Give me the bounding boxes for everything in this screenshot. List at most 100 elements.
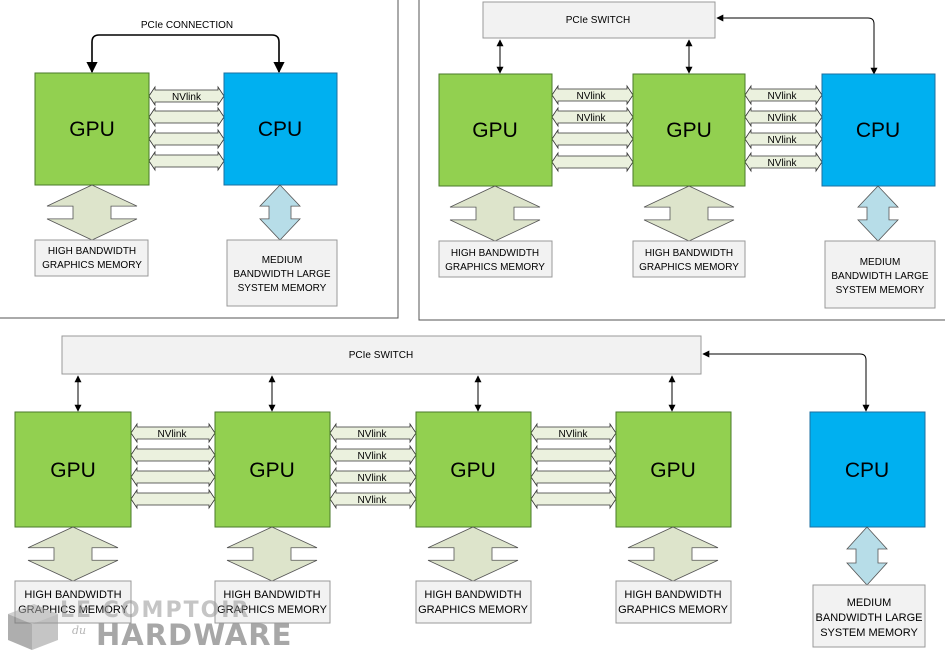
gpu-label: GPU [650,459,696,482]
memory-box [415,580,532,624]
pcie-switch [61,335,702,375]
nvlink-arrow [130,466,216,488]
memory-text: GRAPHICS MEMORY [418,604,528,616]
nvlink-arrow [148,128,225,150]
nvlink-label: NVlink [559,429,589,440]
memory-text: MEDIUM [262,255,303,266]
pcie-switch [482,1,716,39]
nvlink-arrow [148,106,225,128]
pcie-switch-label: PCIe SWITCH [566,15,630,26]
pcie-connection-label: PCIe CONNECTION [141,20,233,31]
nvlink-arrow [551,128,634,150]
graphics-memory-arrow [427,526,519,582]
graphics-memory-arrow [226,526,318,582]
memory-text: BANDWIDTH LARGE [816,612,923,624]
pcie-switch-label: PCIe SWITCH [349,350,413,361]
system-memory-arrow [846,526,888,586]
memory-text: HIGH BANDWIDTH [24,589,121,601]
memory-text: HIGH BANDWIDTH [624,589,721,601]
nvlink-label: NVlink [768,135,798,146]
memory-text: HIGH BANDWIDTH [645,248,733,259]
memory-text: MEDIUM [860,257,901,268]
nvlink-arrow [530,488,617,510]
system-memory-arrow [259,184,301,241]
memory-text: GRAPHICS MEMORY [618,604,728,616]
pcie-link [702,350,870,412]
memory-text: SYSTEM MEMORY [820,627,918,639]
memory-text: HIGH BANDWIDTH [424,589,521,601]
nvlink-label: NVlink [358,473,388,484]
nvlink-label: NVlink [768,91,798,102]
panel-1-frame [0,0,399,319]
gpu-block [615,411,732,528]
nvlink-label: NVlink [768,113,798,124]
graphics-memory-arrow [27,526,119,582]
memory-text: HIGH BANDWIDTH [451,248,539,259]
nvlink-arrow [530,466,617,488]
memory-box [615,580,732,624]
memory-text: MEDIUM [847,597,892,609]
memory-text: BANDWIDTH LARGE [233,269,331,280]
memory-box [812,584,926,648]
memory-text: BANDWIDTH LARGE [831,271,929,282]
memory-box [214,580,331,624]
gpu-block [415,411,532,528]
memory-text: HIGH BANDWIDTH [223,589,320,601]
gpu-label: GPU [69,118,115,141]
cpu-label: CPU [845,459,889,482]
memory-text: GRAPHICS MEMORY [42,260,142,271]
pcie-connection-arrow [86,34,285,74]
gpu-block [438,73,553,187]
nvlink-label: NVlink [158,429,188,440]
gpu-label: GPU [50,459,96,482]
cpu-label: CPU [856,119,900,142]
watermark-logo: LE COMPTOIR du HARDWARE [0,596,293,656]
cpu-block [223,72,338,186]
graphics-memory-arrow [627,526,719,582]
cpu-label: CPU [258,118,302,141]
memory-text: SYSTEM MEMORY [238,283,327,294]
memory-text: SYSTEM MEMORY [836,285,925,296]
graphics-memory-arrow [46,184,138,241]
gpu-label: GPU [472,119,518,142]
nvlink-arrow [148,150,225,172]
memory-box [632,240,746,278]
graphics-memory-arrow [643,185,735,242]
pcie-link [716,14,878,75]
cpu-block [821,73,936,187]
graphics-memory-arrow [449,185,541,242]
gpu-label: GPU [249,459,295,482]
watermark-text-hardware: HARDWARE [96,618,293,652]
memory-text: GRAPHICS MEMORY [639,262,739,273]
nvlink-label: NVlink [172,92,202,103]
memory-box [438,240,553,278]
nvlink-label: NVlink [358,451,388,462]
memory-text: HIGH BANDWIDTH [48,246,136,257]
gpu-block [632,73,746,187]
memory-text: GRAPHICS MEMORY [445,262,545,273]
nvlink-arrow [551,151,634,173]
watermark-text-comptoir: LE COMPTOIR [60,598,251,623]
gpu-block [34,72,150,186]
memory-box [824,240,936,309]
system-memory-arrow [857,185,899,242]
panel-2-frame [418,0,945,321]
nvlink-label: NVlink [358,495,388,506]
nvlink-arrow [130,488,216,510]
nvlink-label: NVlink [577,113,607,124]
cpu-block [809,411,926,528]
nvlink-label: NVlink [768,158,798,169]
gpu-label: GPU [450,459,496,482]
gpu-label: GPU [666,119,712,142]
gpu-block [14,411,132,528]
watermark-text-du: du [72,624,87,637]
memory-box [226,239,338,307]
memory-box [34,239,149,277]
nvlink-arrow [130,444,216,466]
nvlink-label: NVlink [577,91,607,102]
nvlink-arrow [530,444,617,466]
memory-text: GRAPHICS MEMORY [217,604,327,616]
cube-logo-icon [8,604,58,650]
nvlink-label: NVlink [358,429,388,440]
